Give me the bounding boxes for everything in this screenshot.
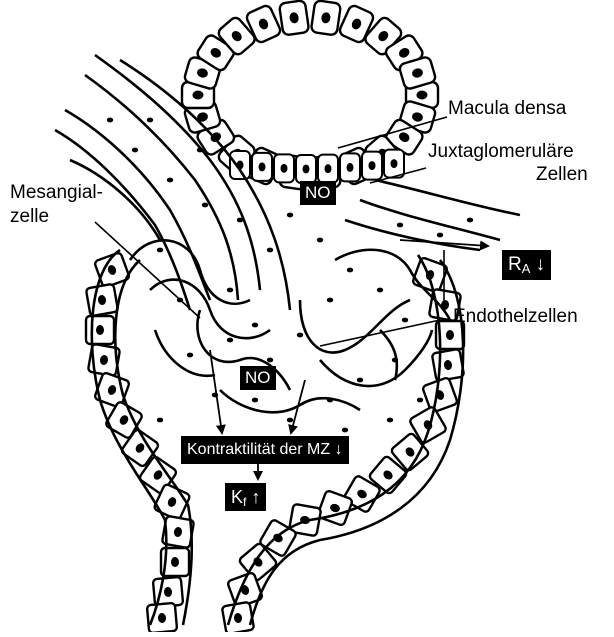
nucleus-dot — [287, 418, 293, 423]
nucleus-dot — [317, 238, 323, 243]
macula-densa-cell — [362, 152, 382, 180]
nucleus-dot — [107, 118, 113, 123]
endothel-label: Endothelzellen — [453, 306, 578, 328]
nucleus-dot — [327, 398, 333, 403]
distal-tubule-ring — [182, 0, 438, 190]
macula-densa-cell — [296, 155, 316, 183]
kf-up-arrow: ↑ — [251, 487, 260, 507]
nucleus-dot — [417, 398, 423, 403]
no-box-top: NO — [300, 181, 336, 205]
mesangial-label-line2: zelle — [10, 206, 49, 228]
ra-box: RA ↓ — [502, 250, 551, 280]
macula-densa-cell-nucleus — [259, 162, 266, 171]
nucleus-dot — [157, 418, 163, 423]
macula-densa-cell-nucleus — [347, 163, 354, 172]
macula-densa-cell-nucleus — [281, 164, 288, 173]
macula-densa-cell — [230, 151, 250, 179]
proximal-cell — [147, 603, 177, 632]
macula-densa-cell — [384, 150, 404, 178]
nucleus-dot — [347, 268, 353, 273]
nucleus-dot — [402, 318, 408, 323]
proximal-cell — [86, 316, 114, 344]
macula-densa-cell — [340, 153, 360, 181]
nucleus-dot — [377, 288, 383, 293]
nucleus-dot — [397, 223, 403, 228]
macula-densa-cell-nucleus — [391, 159, 398, 168]
nucleus-dot — [197, 148, 203, 153]
nucleus-dot — [147, 118, 153, 123]
tubule-cell-nucleus — [417, 91, 428, 100]
proximal-cell — [86, 284, 118, 316]
macula-densa-label: Macula densa — [448, 98, 566, 120]
tubule-cell — [279, 0, 309, 35]
proximal-cell-nucleus — [171, 557, 179, 567]
macula-densa-cell-nucleus — [303, 164, 310, 173]
nucleus-dot — [132, 148, 138, 153]
nucleus-dot — [252, 398, 258, 403]
macula-densa-cell — [252, 153, 272, 181]
nucleus-dot — [342, 428, 348, 433]
ra-subscript: A — [522, 261, 531, 276]
tubule-cell-nucleus — [193, 91, 204, 100]
nucleus-dot — [157, 248, 163, 253]
ra-symbol: R — [508, 254, 522, 275]
nucleus-dot — [267, 248, 273, 253]
nucleus-dot — [327, 298, 333, 303]
nucleus-dot — [467, 218, 473, 223]
proximal-cell — [422, 377, 458, 413]
nucleus-dot — [227, 288, 233, 293]
kf-box: Kf ↑ — [225, 483, 266, 511]
no-box-bottom: NO — [240, 366, 276, 390]
juxtaglomerular-label-line2: Zellen — [536, 164, 588, 186]
kontraktilitaet-box: Kontraktilität der MZ ↓ — [181, 436, 349, 464]
nucleus-dot — [437, 233, 443, 238]
nucleus-dot — [267, 358, 273, 363]
nucleus-dot — [227, 338, 233, 343]
proximal-cell — [432, 349, 464, 381]
mesangial-label-line1: Mesangial- — [10, 182, 103, 204]
proximal-cell — [222, 602, 254, 632]
kf-symbol: K — [231, 487, 243, 507]
nucleus-dot — [167, 178, 173, 183]
tubule-cells-left — [86, 252, 194, 632]
ra-down-arrow: ↓ — [536, 254, 546, 275]
nucleus-dot — [252, 323, 258, 328]
macula-densa-cell-nucleus — [369, 161, 376, 170]
kf-subscript: f — [243, 495, 246, 509]
juxtaglomerular-label-line1: Juxtaglomeruläre — [428, 141, 574, 163]
macula-densa-cell-nucleus — [325, 164, 332, 173]
tubule-cell — [311, 0, 341, 35]
nucleus-dot — [237, 218, 243, 223]
nucleus-dot — [287, 213, 293, 218]
macula-densa-cell — [274, 154, 294, 182]
proximal-cell-nucleus — [96, 325, 104, 335]
proximal-cell-nucleus — [446, 330, 454, 340]
nucleus-dot — [202, 203, 208, 208]
nucleus-dot — [357, 378, 363, 383]
nucleus-dot — [392, 358, 398, 363]
nucleus-dot — [387, 418, 393, 423]
macula-densa-cell — [318, 155, 338, 183]
nucleus-dot — [187, 353, 193, 358]
nucleus-dot — [297, 333, 303, 338]
